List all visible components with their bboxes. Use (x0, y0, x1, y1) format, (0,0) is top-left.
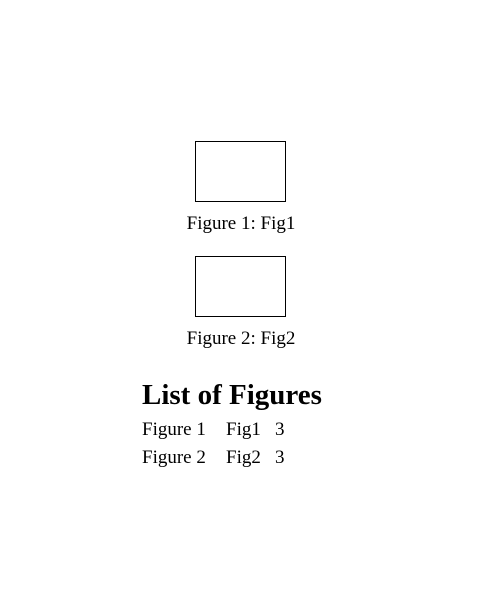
figure-2-caption: Figure 2: Fig2 (186, 328, 296, 349)
figure-2-placeholder (195, 256, 286, 317)
entry-title: Fig1 (226, 419, 261, 440)
list-of-figures-heading: List of Figures (142, 379, 322, 411)
figure-1-caption: Figure 1: Fig1 (186, 213, 296, 234)
entry-page: 3 (275, 419, 285, 440)
list-of-figures-entry[interactable]: Figure 1 Fig1 3 (142, 419, 285, 441)
entry-page: 3 (275, 447, 285, 468)
figure-1-placeholder (195, 141, 286, 202)
entry-number: Figure 1 (142, 419, 206, 440)
entry-number: Figure 2 (142, 447, 206, 468)
list-of-figures-entry[interactable]: Figure 2 Fig2 3 (142, 447, 285, 469)
entry-title: Fig2 (226, 447, 261, 468)
